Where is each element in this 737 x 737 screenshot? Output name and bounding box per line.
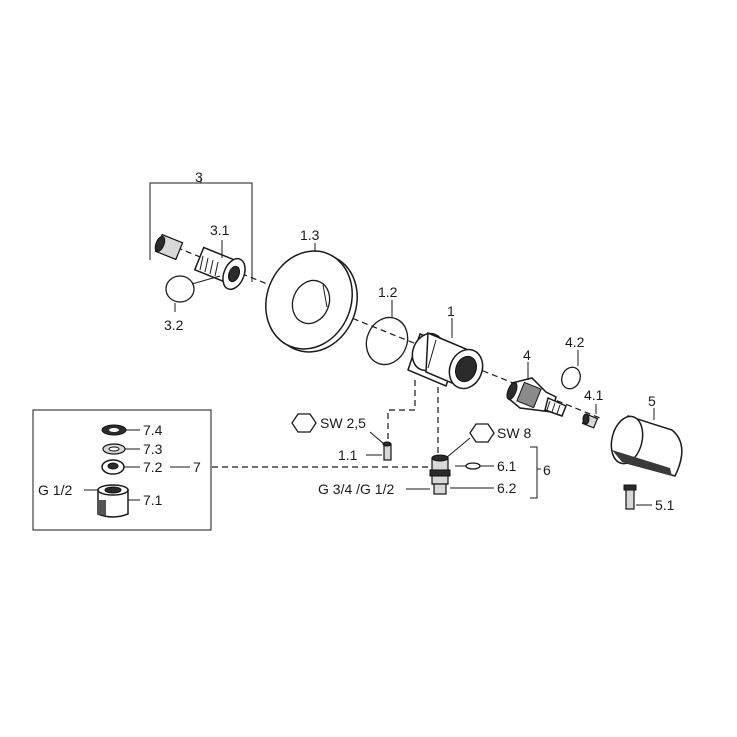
part-1-valve-body: [407, 331, 484, 390]
label-4: 4: [523, 347, 531, 363]
label-3: 3: [195, 169, 203, 185]
part-1-2-o-ring: [365, 316, 409, 366]
part-6-fitting: [429, 454, 451, 495]
hex-icon-sw-8: [469, 423, 495, 443]
label-7: 7: [193, 459, 201, 475]
part-1-3-rosette: [265, 250, 358, 353]
label-1-3: 1.3: [300, 227, 320, 243]
label-sw-8: SW 8: [497, 425, 531, 441]
label-1-2: 1.2: [378, 284, 398, 300]
label-5-1: 5.1: [655, 497, 675, 513]
part-7-4-ring: [101, 424, 127, 436]
label-6-2: 6.2: [497, 480, 517, 496]
label-1-1: 1.1: [338, 447, 358, 463]
label-6: 6: [543, 462, 551, 478]
part-5-handle: [610, 415, 683, 477]
label-7-4: 7.4: [143, 422, 163, 438]
part-1-1-grub-screw: [382, 441, 392, 461]
nut-part: [154, 233, 184, 261]
group-7-box: [32, 409, 212, 531]
hex-icon-sw-2-5: [291, 413, 317, 433]
label-5: 5: [648, 393, 656, 409]
label-4-2: 4.2: [565, 334, 585, 350]
part-7-2-cone: [101, 459, 125, 475]
label-7-2: 7.2: [143, 459, 163, 475]
label-sw-2-5: SW 2,5: [320, 415, 366, 431]
label-6-1: 6.1: [497, 458, 517, 474]
label-3-2: 3.2: [164, 317, 184, 333]
label-g-3-4-g-1-2: G 3/4 /G 1/2: [318, 481, 394, 497]
part-7-1-nut: [97, 484, 129, 518]
part-5-1-screw: [623, 484, 637, 510]
label-7-3: 7.3: [143, 441, 163, 457]
part-3-1-sleeve: [193, 246, 246, 291]
label-1: 1: [447, 303, 455, 319]
part-3-2-o-ring: [165, 275, 195, 303]
part-6-1-o-ring: [465, 462, 481, 470]
part-4-1-stop: [581, 413, 599, 429]
label-4-1: 4.1: [584, 387, 604, 403]
label-g-1-2: G 1/2: [38, 482, 72, 498]
part-4-2-o-ring: [561, 366, 581, 390]
label-3-1: 3.1: [210, 222, 230, 238]
part-7-3-washer: [102, 443, 126, 455]
group-3-bracket: [149, 178, 253, 282]
part-4-cartridge: [506, 377, 567, 417]
label-7-1: 7.1: [143, 492, 163, 508]
